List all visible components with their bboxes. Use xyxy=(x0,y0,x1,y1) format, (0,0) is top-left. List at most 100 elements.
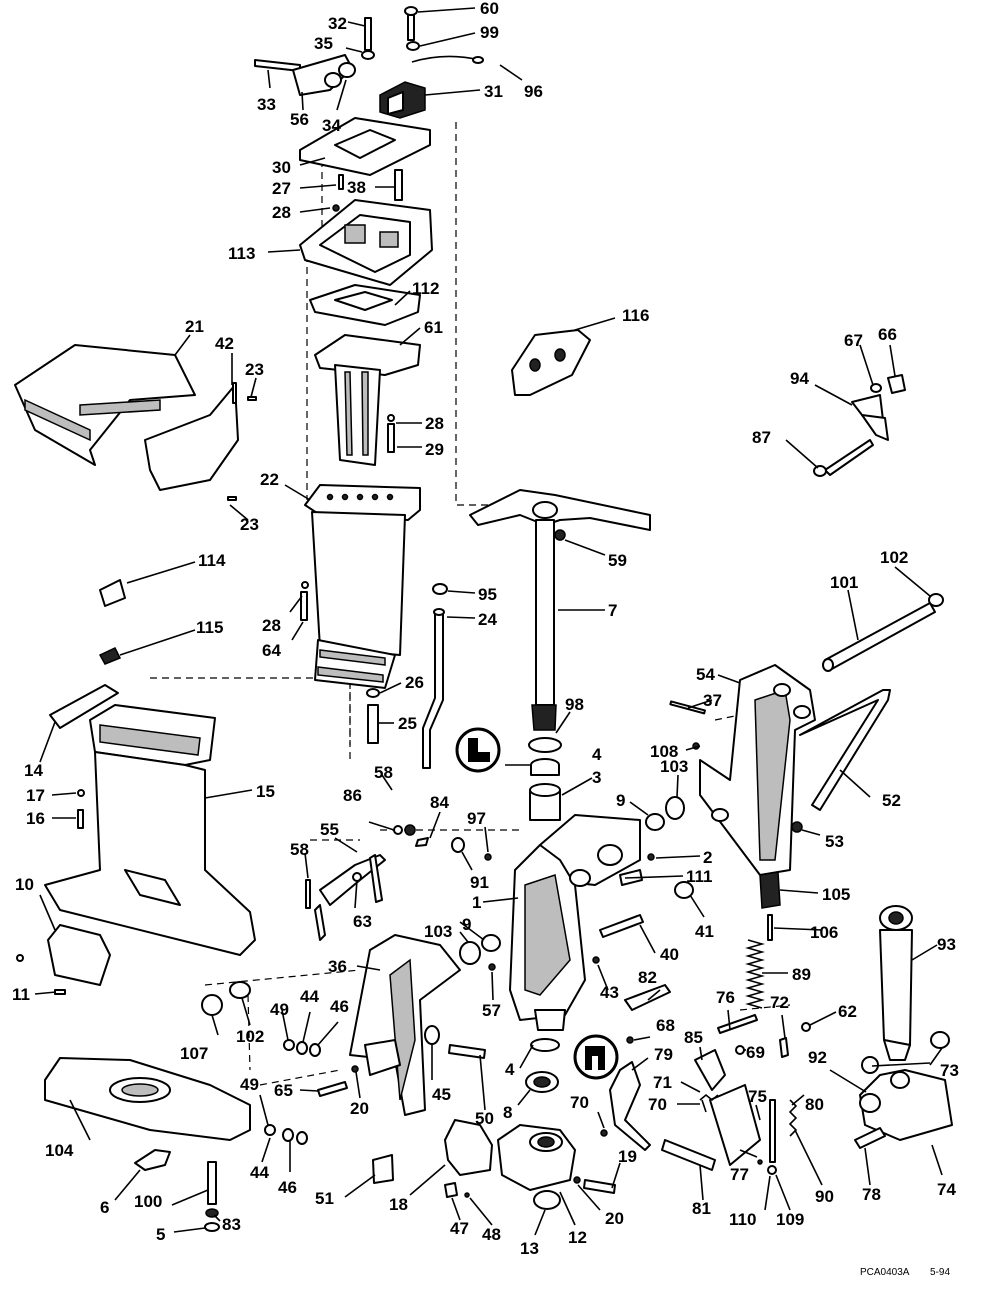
washer-hardware xyxy=(201,981,321,1145)
exhaust-housing-15 xyxy=(44,684,256,956)
callout-77: 77 xyxy=(730,1165,749,1184)
callout-79: 79 xyxy=(654,1045,673,1064)
lever-79 xyxy=(609,1061,651,1151)
washer-44b xyxy=(282,1128,294,1142)
bushing-9a xyxy=(645,813,665,831)
callout-84: 84 xyxy=(430,793,449,812)
shaft-87 xyxy=(824,439,874,476)
shift-lever-55 xyxy=(305,824,492,941)
washer-103b xyxy=(459,941,481,965)
washer-69 xyxy=(735,1045,745,1055)
grommet-95 xyxy=(432,583,448,595)
stern-bracket-54 xyxy=(669,664,891,876)
washer-34b xyxy=(338,62,356,78)
clip-82 xyxy=(624,984,671,1011)
callout-4a: 4 xyxy=(592,745,602,764)
callout-98: 98 xyxy=(565,695,584,714)
cover-42 xyxy=(144,384,239,491)
nut-59 xyxy=(554,529,566,541)
callout-85: 85 xyxy=(684,1028,703,1047)
swivel-bracket-1 xyxy=(509,814,655,1031)
callout-67: 67 xyxy=(844,331,863,350)
callout-103b: 103 xyxy=(424,922,452,941)
clip-115 xyxy=(98,647,122,665)
screw-17 xyxy=(77,789,85,797)
callout-20a: 20 xyxy=(350,1099,369,1118)
callout-42: 42 xyxy=(215,334,234,353)
lever-81 xyxy=(661,1139,716,1171)
callout-58a: 58 xyxy=(374,763,393,782)
nut-102a xyxy=(928,593,944,607)
callout-4b: 4 xyxy=(505,1060,515,1079)
clip-47 xyxy=(444,1182,458,1198)
callout-28c: 28 xyxy=(262,616,281,635)
callout-35: 35 xyxy=(314,34,333,53)
trim-cylinder-93 xyxy=(861,905,950,1074)
clip-63 xyxy=(352,872,362,882)
bracket-18 xyxy=(444,1119,493,1176)
grease-fitting-57 xyxy=(488,963,496,971)
callout-19: 19 xyxy=(618,1147,637,1166)
bushing-92 xyxy=(861,1056,879,1074)
callout-87: 87 xyxy=(752,428,771,447)
callout-46a: 46 xyxy=(330,997,349,1016)
diagram-footer: PCA0403A 5-94 xyxy=(860,1267,950,1278)
callout-89: 89 xyxy=(792,965,811,984)
rod-52 xyxy=(799,689,891,811)
callout-5: 5 xyxy=(156,1225,165,1244)
washer-86 xyxy=(393,825,403,835)
washer-28c xyxy=(301,581,309,589)
washer-103a xyxy=(665,796,685,820)
callout-34: 34 xyxy=(322,116,341,135)
top-bracket-assembly xyxy=(254,6,484,286)
callout-66: 66 xyxy=(878,325,897,344)
shaft-7 xyxy=(535,519,555,706)
bushing-9b xyxy=(481,934,501,952)
callout-99: 99 xyxy=(480,23,499,42)
exhaust-housing-22 xyxy=(300,484,421,744)
callout-38: 38 xyxy=(347,178,366,197)
screw-23b xyxy=(227,496,237,501)
seal-4b xyxy=(530,1038,560,1052)
callout-32: 32 xyxy=(328,14,347,33)
callout-83: 83 xyxy=(222,1215,241,1234)
tilt-tube-101 xyxy=(822,593,944,672)
bracket-77 xyxy=(709,1084,761,1166)
callout-60: 60 xyxy=(480,0,499,18)
callout-108: 108 xyxy=(650,742,678,761)
callout-23b: 23 xyxy=(240,515,259,534)
callout-44b: 44 xyxy=(250,1163,269,1182)
callout-97: 97 xyxy=(467,809,486,828)
strip-14 xyxy=(49,684,119,729)
callout-12: 12 xyxy=(568,1228,587,1247)
bolt-64 xyxy=(300,591,308,621)
callout-48: 48 xyxy=(482,1225,501,1244)
spring-71 xyxy=(699,1093,719,1102)
callout-110: 110 xyxy=(729,1210,756,1229)
callout-25: 25 xyxy=(398,714,417,733)
callout-80: 80 xyxy=(805,1095,824,1114)
pin-25 xyxy=(367,704,379,744)
steering-arm-shaft xyxy=(469,489,651,731)
callout-61: 61 xyxy=(424,318,443,337)
washer-28a xyxy=(332,204,340,212)
callout-81: 81 xyxy=(692,1199,711,1218)
screw-48 xyxy=(464,1192,470,1198)
callout-53: 53 xyxy=(825,832,844,851)
callout-41: 41 xyxy=(695,922,714,941)
callout-17: 17 xyxy=(26,786,45,805)
callout-107: 107 xyxy=(180,1044,208,1063)
callout-76: 76 xyxy=(716,988,735,1007)
callout-labels: 60 99 32 35 96 31 33 56 34 30 27 38 28 1… xyxy=(12,0,959,1258)
callout-101: 101 xyxy=(830,573,858,592)
callout-8: 8 xyxy=(503,1103,512,1122)
washer-44a xyxy=(296,1041,308,1055)
callout-54: 54 xyxy=(696,665,715,684)
lower-swivel-parts xyxy=(444,1038,616,1210)
throttle-linkage xyxy=(813,374,906,477)
nut-53 xyxy=(791,821,803,833)
lower-bracket-74 xyxy=(801,1022,953,1149)
callout-26: 26 xyxy=(405,673,424,692)
washer-83 xyxy=(205,1208,219,1218)
stud-100 xyxy=(207,1161,217,1205)
